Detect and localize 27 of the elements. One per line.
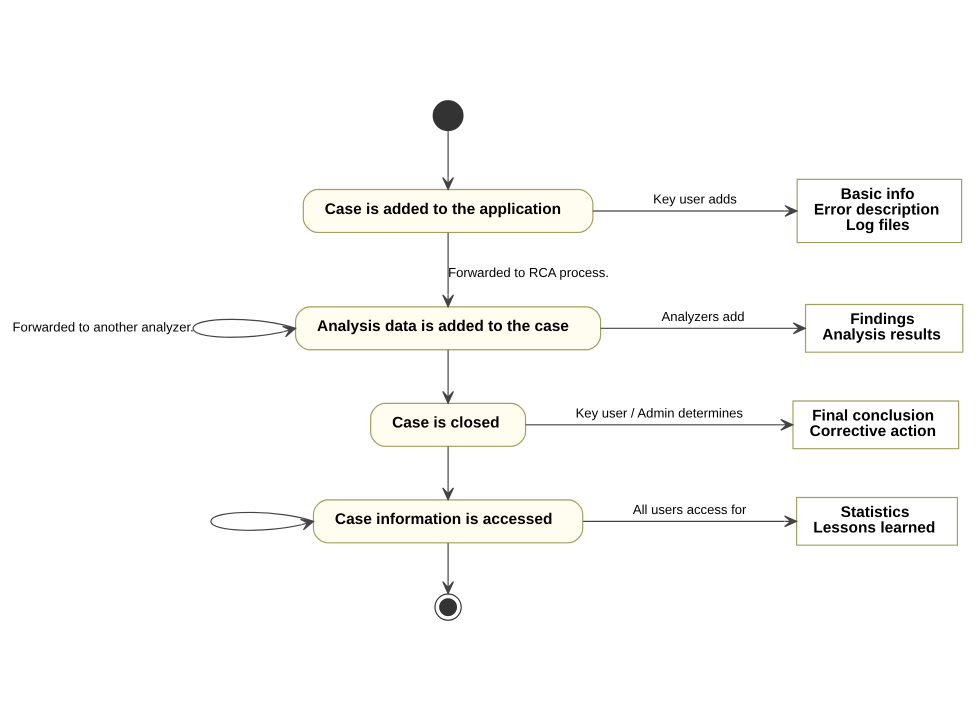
arrow [442, 232, 454, 307]
edge-label: Forwarded to RCA process. [448, 264, 609, 280]
arrow [526, 418, 794, 430]
arrow [583, 514, 798, 527]
edge-label: Key user adds [653, 191, 737, 206]
arrow [210, 511, 314, 530]
edge-label: Forwarded to another analyzer. [12, 319, 194, 334]
node-box: Basic info Error description Log files [796, 178, 962, 243]
node-box: Case is added to the application [302, 188, 594, 233]
arrow [442, 542, 454, 594]
node-box: Statistics Lessons learned [796, 496, 958, 546]
node-circle [432, 100, 464, 131]
node-bullseye [434, 592, 462, 620]
arrow [600, 322, 806, 334]
node-box: Analysis data is added to the case [294, 306, 602, 350]
arrow [192, 318, 296, 338]
node-box: Findings Analysis results [804, 303, 964, 352]
arrow [592, 204, 798, 216]
arrow [442, 130, 454, 190]
edge-label: All users access for [632, 501, 746, 516]
node-box: Case information is accessed [312, 498, 584, 543]
node-box: Final conclusion Corrective action [792, 400, 960, 449]
edge-label: Key user / Admin determines [576, 404, 743, 420]
arrow [442, 446, 454, 500]
edge-label: Analyzers add [662, 308, 745, 324]
node-box: Case is closed [370, 402, 526, 446]
arrow [442, 349, 454, 404]
